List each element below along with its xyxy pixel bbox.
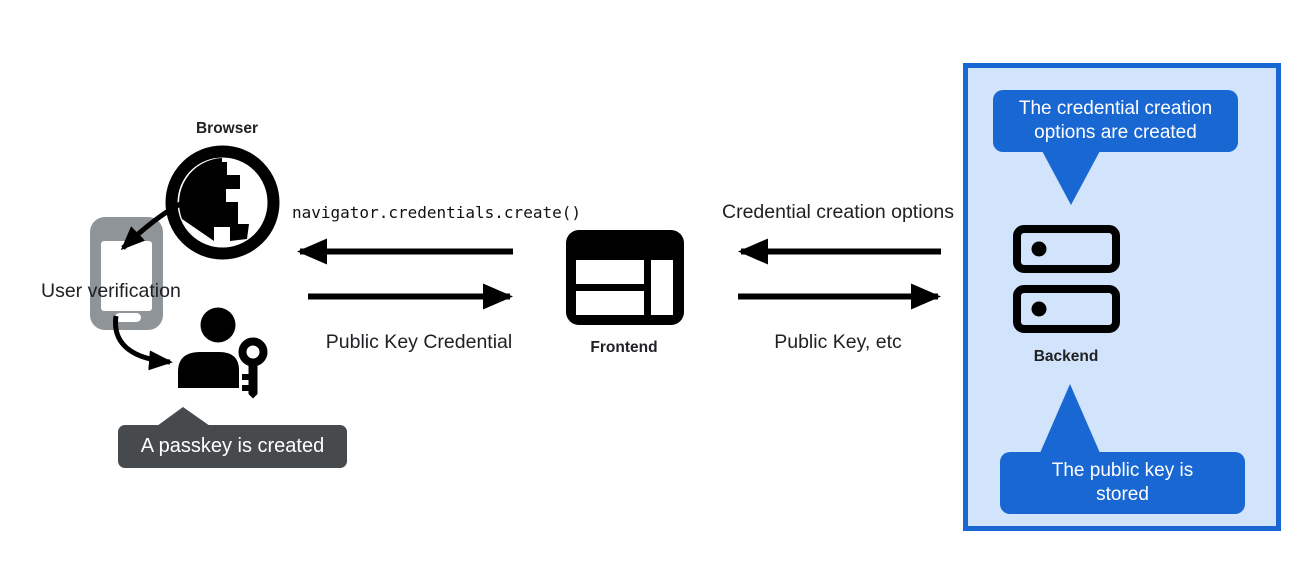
public-key-stored-bubble: The public key is stored — [1000, 452, 1245, 514]
browser-window-icon — [566, 230, 684, 325]
server-stack-icon — [1013, 225, 1120, 333]
person-with-key-icon — [178, 307, 268, 399]
smartphone-icon — [90, 217, 163, 330]
arrow-browser-to-phone — [120, 193, 199, 251]
public-key-credential-label: Public Key Credential — [325, 331, 513, 353]
create-call-label: navigator.credentials.create() — [292, 203, 581, 222]
credential-creation-options-label: Credential creation options — [722, 201, 954, 223]
browser-label: Browser — [195, 120, 259, 137]
arrow-phone-to-passkey — [113, 315, 173, 371]
passkey-tooltip: A passkey is created — [118, 425, 347, 468]
credential-options-bubble: The credential creation options are crea… — [993, 90, 1238, 152]
passkey-tooltip-text: A passkey is created — [140, 435, 325, 457]
public-key-etc-label: Public Key, etc — [774, 331, 902, 353]
passkey-tooltip-tail — [157, 407, 210, 426]
frontend-label: Frontend — [590, 339, 658, 356]
credential-options-bubble-text: The credential creation options are crea… — [1018, 98, 1213, 143]
globe-icon — [165, 145, 280, 260]
public-key-stored-bubble-text: The public key is stored — [1051, 460, 1194, 505]
backend-label: Backend — [1033, 348, 1099, 365]
bottom-bubble-tail — [1040, 384, 1100, 453]
top-bubble-tail — [1041, 149, 1101, 205]
user-verification-label: User verification — [41, 280, 181, 302]
